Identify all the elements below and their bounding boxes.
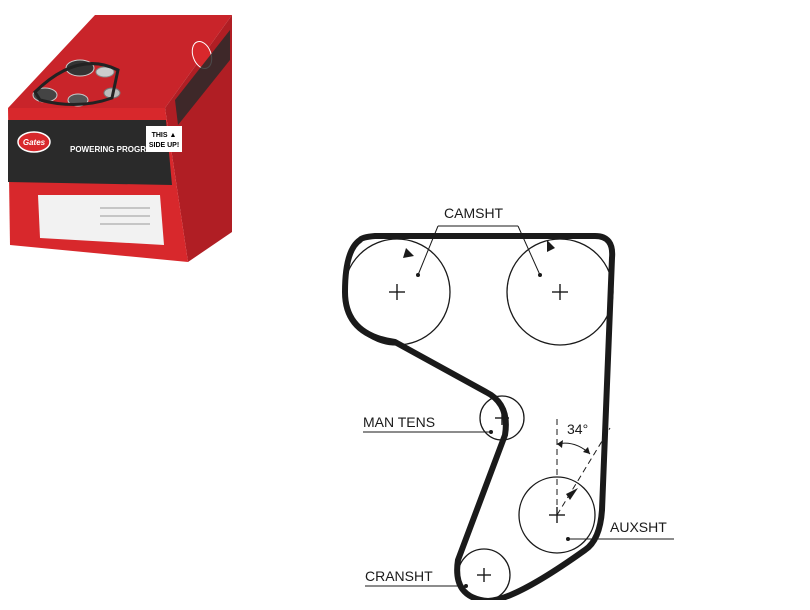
tagline: POWERING PROGRESS™ [70,145,170,154]
camshaft-leader-right [517,225,541,276]
timing-mark-right-icon [547,240,555,252]
belt-routing-diagram: CAMSHT MAN TENS 34° AUXSHT [320,190,700,604]
box-top-pulleys-graphic [32,59,121,107]
brand-logo-text: Gates [23,138,46,147]
camshaft-leader-left [417,225,439,276]
side-dark-stripe [175,30,230,125]
product-box-image: Gates POWERING PROGRESS™ THIS ▲ SIDE UP! [0,0,240,265]
aux-timing-mark-icon [566,488,578,500]
label-man-tensioner: MAN TENS [363,414,435,430]
orientation-badge [146,126,182,152]
orientation-badge-line-1: THIS ▲ [152,132,177,139]
gates-kit-box: Gates POWERING PROGRESS™ THIS ▲ SIDE UP! [8,15,232,262]
timing-mark-left-icon [403,248,414,258]
label-crankshaft: CRANSHT [365,568,433,584]
label-camshaft: CAMSHT [444,205,504,221]
label-angle: 34° [567,421,588,437]
box-top-face [8,15,232,108]
label-auxiliary: AUXSHT [610,519,667,535]
box-label [38,195,164,245]
box-dark-panel [8,120,172,185]
belt-routing-svg: CAMSHT MAN TENS 34° AUXSHT [342,205,674,604]
angle-reference-line [556,427,611,516]
orientation-badge-line-2: SIDE UP! [149,142,179,149]
camshaft-left-pulley [343,238,451,346]
camshaft-right-pulley [506,238,614,346]
gates-logo-icon [17,131,51,153]
tensioner-pulley [479,395,525,441]
